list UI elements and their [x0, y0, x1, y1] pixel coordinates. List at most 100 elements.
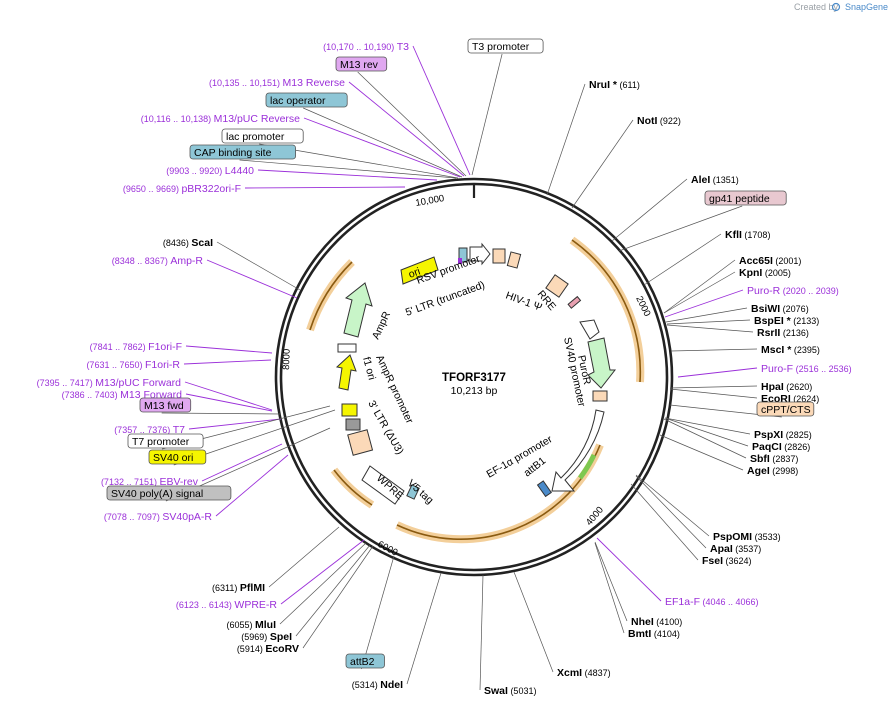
primer-label-t7: (7357 .. 7376) T7	[114, 424, 185, 436]
orf-arc-ampr	[309, 261, 353, 331]
feature-wpre	[361, 465, 405, 505]
enzyme-label-kfli: KflI (1708)	[725, 229, 770, 241]
feature-box-label-t3-promoter: T3 promoter	[472, 41, 530, 53]
feature-box-label-lac-operator: lac operator	[270, 95, 326, 107]
leader-line-m13-puc-forward	[184, 381, 273, 411]
leader-line-t3	[412, 45, 471, 176]
primer-label-m13-puc-forward: (7395 .. 7417) M13/pUC Forward	[37, 377, 181, 389]
feature-box-attb2	[345, 653, 385, 669]
leader-line-rsrii	[666, 324, 754, 333]
leader-line-scai	[216, 241, 301, 291]
leader-line-pspxi	[664, 417, 751, 435]
leader-line-ndei	[406, 572, 442, 685]
feature-box-label-cppt-cts: cPPT/CTS	[761, 404, 811, 416]
feature-box-lac-operator	[265, 92, 348, 108]
enzyme-label-spei: (5969) SpeI	[241, 631, 292, 643]
feature-box-t3-promoter	[467, 38, 544, 54]
leader-line-mlui	[279, 542, 367, 625]
feature-attb1	[536, 480, 552, 498]
leader-line-pflmi	[268, 526, 340, 588]
orf-arc-puror-outer	[571, 239, 642, 383]
leader-line-puro-f	[677, 367, 758, 378]
tick-4000: 4000	[584, 505, 606, 528]
feature-box-lac-promoter	[221, 128, 304, 144]
leader-line-lac-operator	[303, 107, 463, 178]
orf-band-ampr	[306, 259, 355, 332]
feature-box-cppt-cts	[756, 401, 815, 417]
enzyme-label-alei: AleI (1351)	[691, 174, 739, 186]
feature-box-sv40-ori	[148, 449, 207, 465]
feature-lac-operator-inner	[458, 247, 468, 263]
enzyme-label-bmti: BmtI (4104)	[628, 628, 680, 640]
leader-line-nhei	[594, 541, 628, 622]
leader-line-t3-promoter	[471, 53, 503, 176]
inner-features	[335, 242, 617, 505]
feature-sv40-ori	[341, 403, 358, 417]
enzyme-label-pspomi: PspOMI (3533)	[713, 531, 781, 543]
leader-line-amp-r	[206, 259, 298, 299]
enzyme-label-apai: ApaI (3537)	[710, 543, 761, 555]
leader-line-pbr322ori-f	[244, 186, 406, 189]
plasmid-name: TFORF3177	[442, 372, 506, 384]
feature-ori-arrow	[400, 256, 439, 285]
primer-label-wpre-r: (6123 .. 6143) WPRE-R	[176, 599, 278, 611]
leader-line-noti	[571, 119, 634, 209]
enzyme-label-bspei: BspEI * (2133)	[754, 315, 819, 327]
leader-line-m13-rev	[357, 71, 467, 177]
primer-label-ebv-rev: (7132 .. 7151) EBV-rev	[101, 476, 199, 488]
leader-line-apai	[635, 475, 707, 549]
leader-line-bspei	[666, 319, 751, 325]
feature-gp41	[567, 295, 582, 309]
leader-line-ecorv	[302, 545, 374, 649]
feature-box-label-lac-promoter: lac promoter	[226, 131, 285, 143]
primer-label-m13-reverse: (10,135 .. 10,151) M13 Reverse	[209, 77, 345, 89]
enzyme-label-swai: SwaI (5031)	[484, 685, 536, 697]
leader-line-m13-puc-reverse	[303, 117, 461, 178]
feature-box-label-cap-binding-site: CAP binding site	[194, 147, 272, 159]
enzyme-label-scai: (8436) ScaI	[163, 237, 213, 249]
backbone-inner-strand	[279, 182, 669, 572]
feature-cppt	[592, 390, 608, 402]
feature-box-gp41-peptide	[704, 190, 787, 206]
credit-brand: SnapGene	[845, 2, 888, 12]
enzyme-label-nhei: NheI (4100)	[631, 616, 682, 628]
primer-label-ef1a-f: EF1a-F (4046 .. 4066)	[665, 596, 759, 608]
primer-label-pbr322ori-f: (9650 .. 9669) pBR322ori-F	[123, 183, 241, 195]
inner-label-f1-ori: f1 ori	[360, 356, 378, 382]
orf-bands	[306, 236, 645, 544]
inner-label-ampr: AmpR	[370, 309, 393, 341]
inner-label-5-ltr: 5' LTR (truncated)	[404, 279, 487, 319]
leader-line-gp41-peptide	[618, 205, 743, 252]
enzyme-label-nrui: NruI * (611)	[589, 79, 640, 91]
orf-green-segment	[577, 453, 597, 480]
tick-8000: 8000	[281, 349, 293, 371]
enzyme-label-pflmi: (6311) PflMI	[212, 582, 265, 594]
leader-line-kpni	[663, 271, 736, 314]
primer-label-f1ori-f: (7841 .. 7862) F1ori-F	[90, 341, 182, 353]
primer-label-f1ori-r: (7631 .. 7650) F1ori-R	[86, 359, 180, 371]
enzyme-label-fsei: FseI (3624)	[702, 555, 752, 567]
feature-box-m13-fwd	[139, 397, 192, 413]
enzyme-label-ecorv: (5914) EcoRV	[237, 643, 299, 655]
primer-label-m13-puc-reverse: (10,116 .. 10,138) M13/pUC Reverse	[141, 113, 300, 125]
leader-line-spei	[295, 544, 371, 637]
primer-label-puro-f: Puro-F (2516 .. 2536)	[761, 363, 852, 375]
feature-v5-tag	[406, 484, 420, 500]
backbone	[274, 177, 674, 577]
enzyme-label-pspxi: PspXI (2825)	[754, 429, 812, 441]
feature-rsv-promoter-arrow	[469, 242, 491, 266]
enzyme-label-msci: MscI * (2395)	[761, 344, 820, 356]
leader-lines	[161, 45, 782, 691]
feature-3-ltr	[347, 429, 374, 456]
snapgene-logo-icon	[831, 2, 841, 12]
leader-line-puro-r	[664, 289, 744, 318]
leader-line-sbfi	[663, 418, 747, 459]
leader-line-cap-binding-site	[239, 159, 457, 179]
feature-sv40-promoter-arrow	[579, 319, 600, 340]
primer-label-amp-r: (8348 .. 8367) Amp-R	[112, 255, 204, 267]
tick-10000: 10,000	[415, 193, 446, 209]
enzyme-label-kpni: KpnI (2005)	[739, 267, 791, 279]
leader-line-ecori	[669, 388, 758, 399]
leader-line-l4440	[257, 169, 438, 181]
